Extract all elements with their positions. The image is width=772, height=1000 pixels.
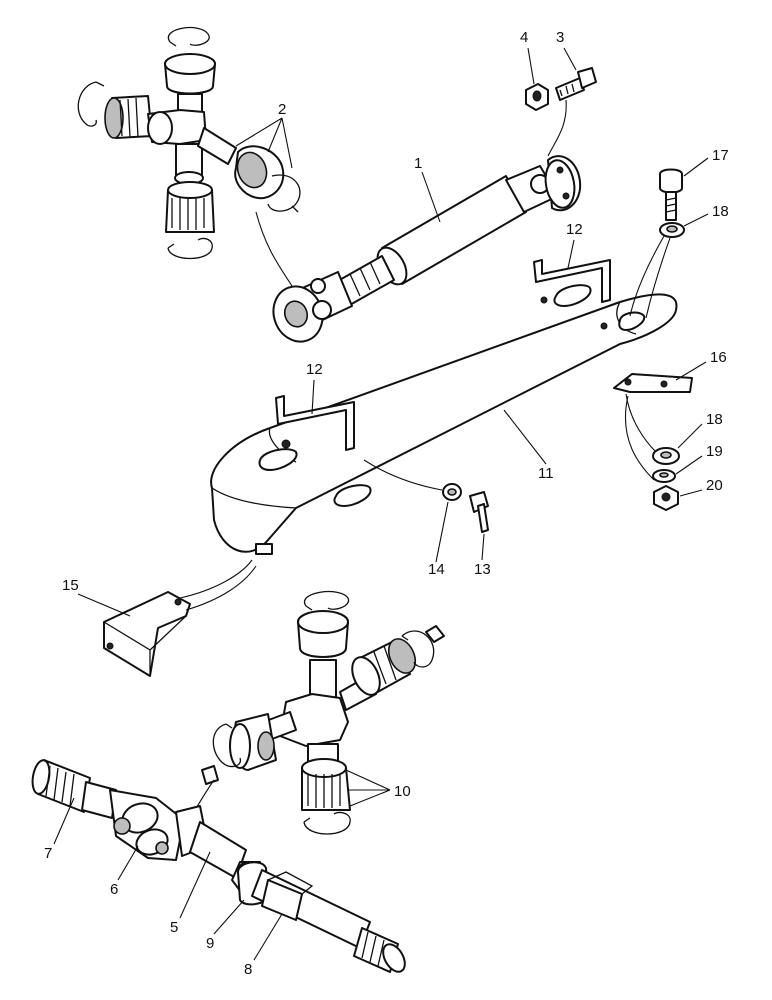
callout-16: 16	[710, 349, 727, 366]
callout-12a: 12	[306, 361, 323, 378]
callout-12b: 12	[566, 221, 583, 238]
nut-4: 4	[520, 29, 549, 111]
washer-19: 19	[652, 443, 723, 483]
bracket-15: 15	[62, 559, 257, 677]
callout-18b: 18	[706, 411, 723, 428]
callout-8: 8	[244, 961, 252, 978]
callout-13: 13	[474, 561, 491, 578]
bolt-3: 3	[555, 29, 597, 101]
washer-14: 14	[363, 459, 462, 578]
callout-17: 17	[712, 147, 729, 164]
shaft-guard: 11	[210, 284, 678, 555]
callout-4: 4	[520, 29, 528, 46]
pto-shaft-assembly: 7 6 5 9 8	[31, 759, 406, 978]
callout-14: 14	[428, 561, 445, 578]
bolt-17: 17	[659, 147, 729, 221]
bracket-16: 16	[613, 349, 727, 481]
upper-universal-joint-kit: 2	[77, 26, 301, 260]
callout-10: 10	[394, 783, 411, 800]
callout-7: 7	[44, 845, 52, 862]
callout-3: 3	[556, 29, 564, 46]
propeller-shaft: 1	[255, 99, 582, 343]
callout-15: 15	[62, 577, 79, 594]
callout-2: 2	[278, 101, 286, 118]
callout-19: 19	[706, 443, 723, 460]
callout-9: 9	[206, 935, 214, 952]
brackets-12: 12 12	[275, 221, 611, 451]
callout-6: 6	[110, 881, 118, 898]
callout-5: 5	[170, 919, 178, 936]
callout-18a: 18	[712, 203, 729, 220]
washer-18-bottom: 18	[652, 411, 723, 465]
lower-universal-joint-kit: 10	[212, 590, 445, 835]
callout-20: 20	[706, 477, 723, 494]
nut-20: 20	[653, 477, 723, 511]
callout-1: 1	[414, 155, 422, 172]
callout-11: 11	[538, 465, 554, 482]
bolt-13: 13	[469, 491, 491, 578]
washer-18-top: 18	[629, 203, 729, 319]
